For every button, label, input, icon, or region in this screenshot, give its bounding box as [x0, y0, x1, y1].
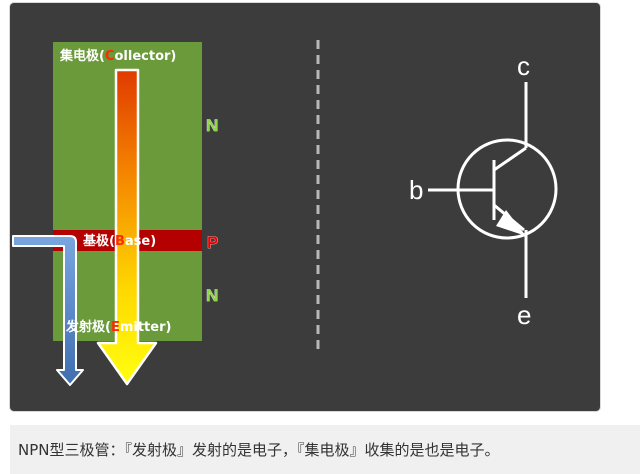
caption-bar: NPN型三极管：『发射极』发射的是电子，『集电极』收集的是也是电子。 — [10, 425, 640, 474]
caption-text: NPN型三极管：『发射极』发射的是电子，『集电极』收集的是也是电子。 — [18, 441, 500, 459]
layer-label-n-bottom: N — [206, 286, 218, 305]
layer-label-n-top: N — [206, 116, 218, 135]
emitter-label: 发射极(Emitter) — [65, 319, 171, 335]
npn-symbol — [428, 82, 558, 298]
symbol-base-label: b — [409, 175, 423, 205]
base-label: 基极(Base) — [82, 233, 156, 249]
main-current-arrow — [96, 68, 158, 386]
symbol-collector-label: c — [517, 51, 530, 81]
emitter-arrow-head — [496, 210, 526, 236]
base-current-arrow — [12, 235, 84, 386]
layer-label-p: P — [207, 233, 218, 252]
collector-label: 集电极(Collector) — [59, 48, 176, 64]
symbol-emitter-label: e — [517, 300, 531, 330]
